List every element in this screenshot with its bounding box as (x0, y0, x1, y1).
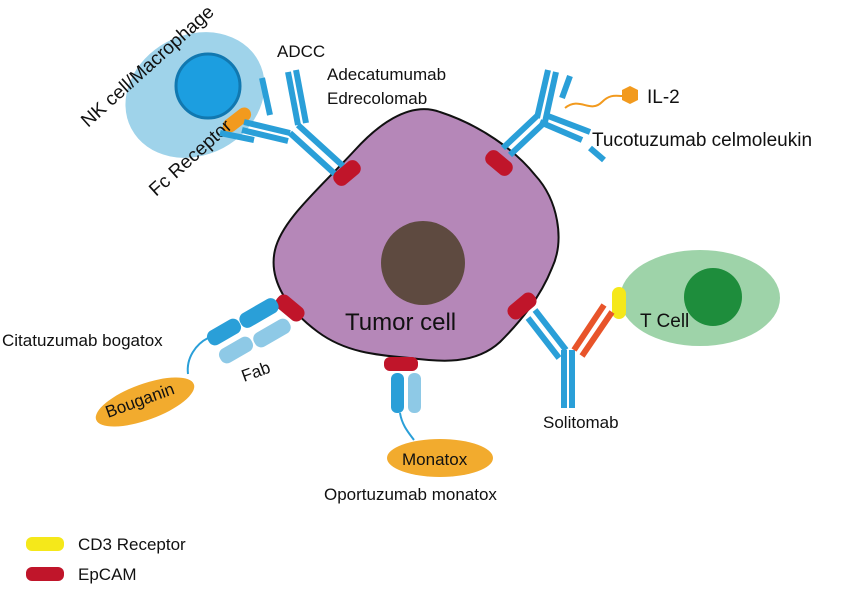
antibody-tucotuzumab (500, 69, 606, 163)
legend-swatch-cd3 (26, 537, 64, 551)
bouganin-toxin (95, 377, 195, 427)
epcam-left (275, 294, 305, 322)
epcam-top-left (333, 160, 361, 186)
legend-label-epcam: EpCAM (78, 565, 137, 584)
legend-label-cd3: CD3 Receptor (78, 535, 186, 554)
epcam-bottom (384, 357, 418, 371)
citatuzumab-label: Citatuzumab bogatox (2, 331, 163, 350)
monatox-linker (399, 412, 415, 441)
antibody-adecatumumab (219, 69, 346, 177)
bouganin-linker (186, 337, 209, 375)
antibody-citatuzumab (206, 298, 291, 364)
il2-linker (564, 94, 623, 109)
oportuzumab-label: Oportuzumab monatox (324, 485, 497, 504)
edrecolomab-label: Edrecolomab (327, 89, 427, 108)
monatox-label: Monatox (402, 450, 468, 469)
legend: CD3 Receptor EpCAM (26, 535, 186, 584)
epcam-right (507, 292, 537, 320)
tucotuzumab-label: Tucotuzumab celmoleukin (592, 130, 812, 151)
fc-receptor (222, 107, 252, 133)
epcam-top-right (485, 150, 513, 176)
tumor-nucleus (381, 221, 465, 305)
adecatumumab-label: Adecatumumab (327, 65, 446, 84)
antibody-oportuzumab (391, 373, 421, 413)
t-cell-nucleus (684, 268, 742, 326)
cd3-receptor (612, 287, 626, 319)
il2-molecule (622, 86, 638, 104)
nk-cell-nucleus (174, 52, 242, 120)
antibody-solitomab (525, 303, 615, 408)
t-cell-label: T Cell (640, 311, 689, 332)
nk-cell (125, 32, 265, 158)
solitomab-label: Solitomab (543, 413, 619, 432)
fab-label: Fab (239, 358, 273, 386)
t-cell (612, 250, 780, 346)
legend-swatch-epcam (26, 567, 64, 581)
monatox-toxin (387, 439, 493, 477)
il2-label: IL-2 (647, 87, 680, 108)
adcc-label: ADCC (277, 42, 325, 61)
tumor-cell-label: Tumor cell (345, 309, 456, 336)
